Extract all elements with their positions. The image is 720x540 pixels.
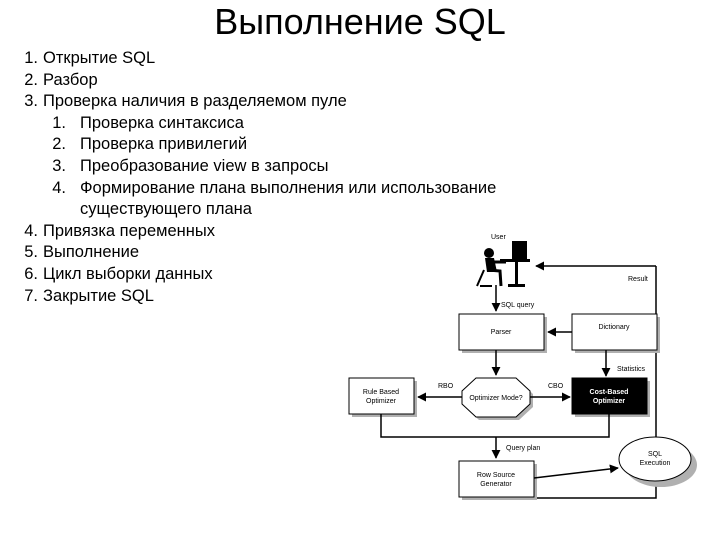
dictionary-box [571, 313, 658, 351]
user-at-computer-icon [476, 241, 530, 287]
user-label: User [491, 234, 506, 241]
optimizer-mode-decision [461, 377, 531, 418]
cost-based-optimizer-label: Optimizer [593, 398, 626, 405]
result-feedback-line [497, 285, 657, 499]
cost-based-label: Cost-Based [590, 389, 629, 396]
rbo-label: RBO [438, 383, 454, 390]
parser-box [458, 313, 545, 351]
rule-based-optimizer-box [348, 377, 415, 415]
row-source-label: Row Source [477, 472, 515, 479]
sql-label: SQL [648, 451, 662, 458]
sql-query-label: SQL query [501, 302, 535, 309]
dictionary-label: Dictionary [598, 324, 630, 331]
rule-based-optimizer-label: Optimizer [366, 398, 397, 405]
execution-label: Execution [640, 460, 671, 467]
result-label: Result [628, 276, 648, 283]
statistics-label: Statistics [617, 366, 646, 373]
cbo-label: CBO [548, 383, 564, 390]
cost-based-optimizer-box [571, 377, 648, 415]
slide-title: Выполнение SQL [214, 1, 506, 42]
query-plan-label: Query plan [506, 445, 540, 452]
row-source-generator-box [458, 460, 535, 498]
cbo-to-plan-line [496, 414, 610, 438]
rbo-to-plan-line [380, 414, 496, 438]
to-execution-arrow [533, 464, 619, 479]
optimizer-mode-label: Optimizer Mode? [469, 395, 522, 402]
rule-based-label: Rule Based [363, 389, 399, 396]
parser-label: Parser [491, 329, 512, 336]
generator-label: Generator [480, 481, 512, 488]
sql-execution-node [618, 436, 692, 482]
